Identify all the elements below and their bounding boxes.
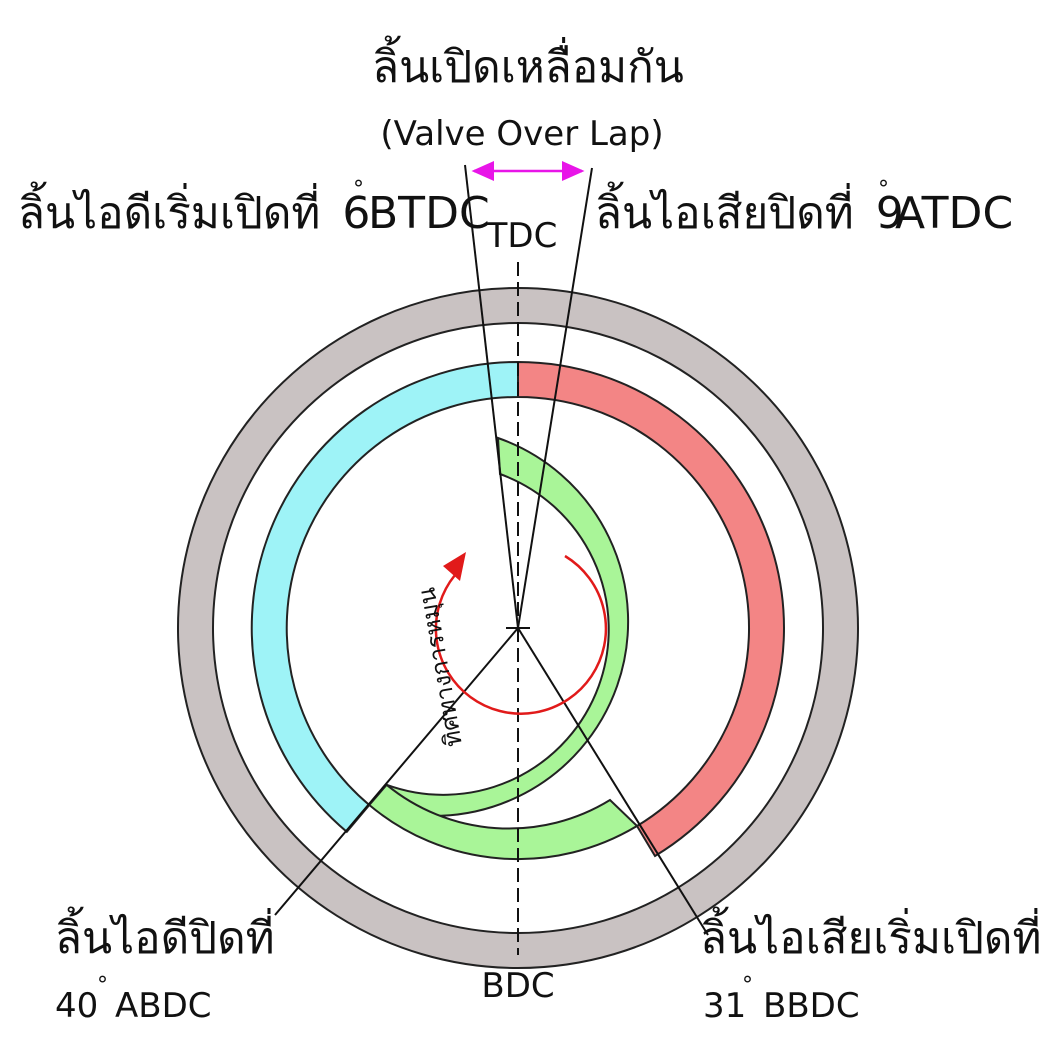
rotation-label: ทิศทางการหมุน <box>412 585 469 749</box>
inner-green-ring <box>304 437 691 823</box>
exhaust-close-line <box>517 167 593 629</box>
intake-open-line <box>464 164 519 629</box>
exhaust-close-text: ลิ้นไอเสียปิดที่ 9 <box>595 181 904 239</box>
intake-open-text: ลิ้นไอดีเริ่มเปิดที่ 6 <box>18 181 370 239</box>
exhaust-ring-segment <box>517 360 785 858</box>
exhaust-open-degree: ° <box>742 973 753 998</box>
intake-close-text: ลิ้นไอดีปิดที่ <box>55 906 275 964</box>
exhaust-close-degree: ° <box>878 177 889 202</box>
green-bottom <box>367 783 639 861</box>
rotation-arrowhead <box>443 552 466 581</box>
intake-close-angle: 40 <box>55 986 98 1026</box>
intake-close-degree: ° <box>97 973 108 998</box>
exhaust-open-text: ลิ้นไอเสียเริ่มเปิดที่ <box>700 906 1042 964</box>
exhaust-open-line <box>517 627 709 936</box>
outer-ring <box>176 287 859 969</box>
tdc-label: TDC <box>486 216 558 256</box>
bdc-label: BDC <box>481 966 554 1006</box>
exhaust-open-angle: 31 <box>703 986 746 1026</box>
title-english: (Valve Over Lap) <box>380 114 663 154</box>
exhaust-open-ref: BBDC <box>763 986 860 1026</box>
intake-close-ref: ABDC <box>115 986 212 1026</box>
title-thai: ลิ้นเปิดเหลื่อมกัน <box>372 35 684 93</box>
intake-close-line <box>274 627 519 916</box>
exhaust-close-ref: ATDC <box>895 188 1013 239</box>
rotation-arrow <box>434 554 608 715</box>
intake-open-ref: BTDC <box>368 188 490 239</box>
intake-open-degree: ° <box>353 177 364 202</box>
